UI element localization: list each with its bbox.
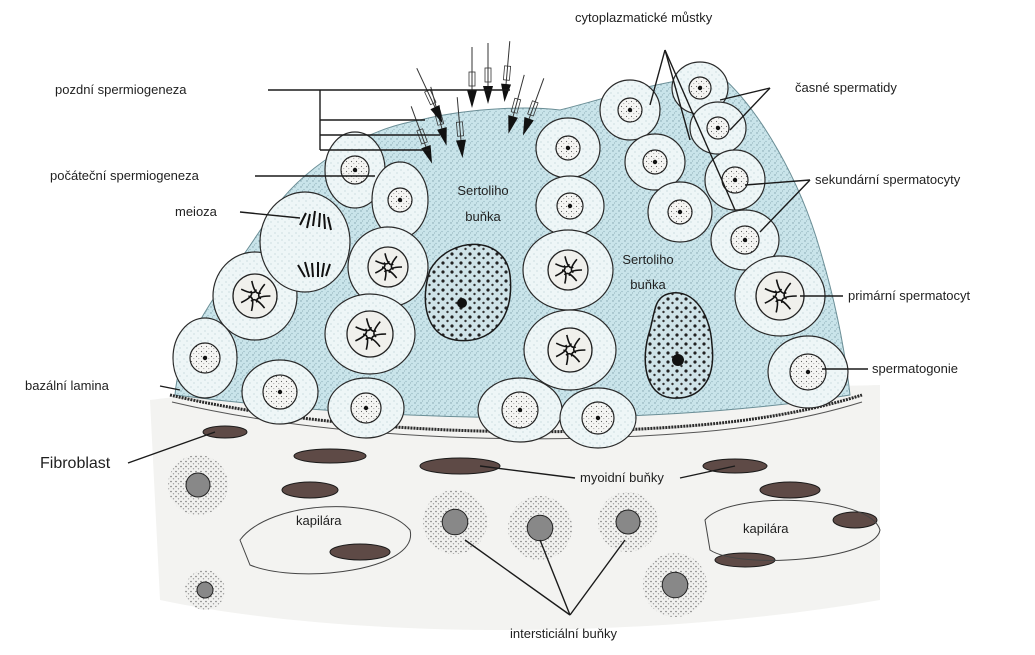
label-myoid-cells: myoidní buňky: [580, 470, 664, 486]
label-basal-lamina: bazální lamina: [25, 378, 109, 394]
label-capillary-left: kapilára: [296, 513, 342, 529]
sertoli-nucleus-left: [425, 244, 510, 340]
label-cytoplasmic-bridges: cytoplazmatické můstky: [575, 10, 712, 26]
label-sertoli-cell-1-line2: buňka: [448, 209, 518, 225]
label-interstitial-cells: intersticiální buňky: [510, 626, 617, 642]
label-late-spermiogenesis: pozdní spermiogeneza: [55, 82, 187, 98]
label-early-spermatids: časné spermatidy: [795, 80, 897, 96]
label-sertoli-cell-2-line2: buňka: [613, 277, 683, 293]
label-fibroblast: Fibroblast: [40, 456, 110, 472]
label-spermatogonia: spermatogonie: [872, 361, 958, 377]
sertoli-nucleolus-left: [457, 298, 467, 308]
label-capillary-right: kapilára: [743, 521, 789, 537]
label-sertoli-cell-2-line1: Sertoliho: [613, 252, 683, 268]
label-primary-spermatocyte: primární spermatocyt: [848, 288, 970, 304]
label-meiosis: meioza: [175, 204, 217, 220]
label-initial-spermiogenesis: počáteční spermiogeneza: [50, 168, 199, 184]
label-secondary-spermatocytes: sekundární spermatocyty: [815, 172, 960, 188]
sertoli-nucleolus-right: [672, 354, 684, 366]
label-sertoli-cell-1-line1: Sertoliho: [448, 183, 518, 199]
